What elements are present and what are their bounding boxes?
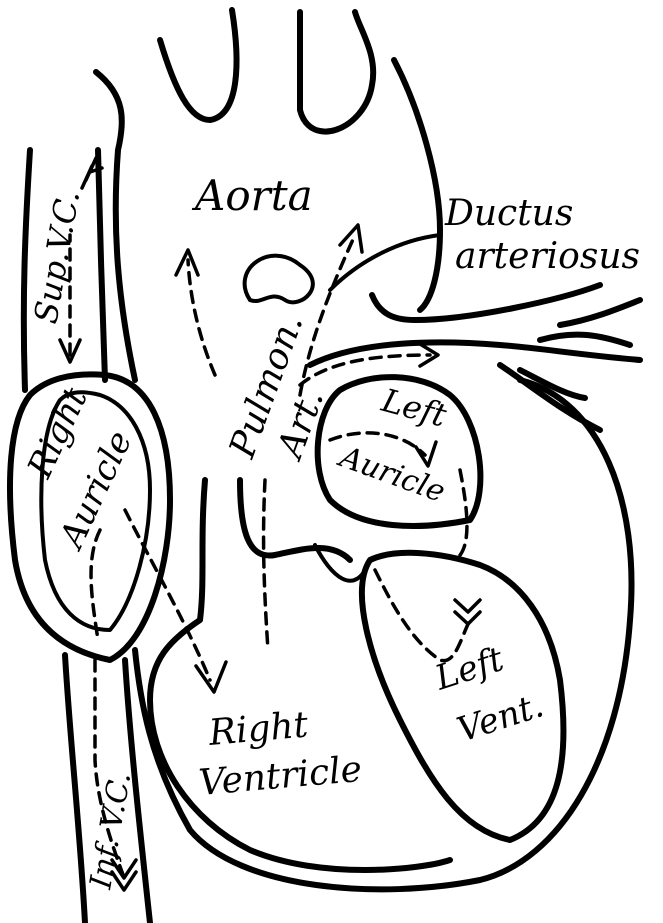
label-left-vent-2: Vent. bbox=[452, 685, 548, 750]
label-ductus-2: arteriosus bbox=[455, 236, 640, 277]
arrowhead-right-ventricle bbox=[196, 662, 226, 692]
flow-to-aorta bbox=[188, 260, 215, 375]
label-aorta: Aorta bbox=[191, 171, 313, 220]
flow-left-auricle-down bbox=[455, 470, 467, 560]
label-right-ventricle-2: Ventricle bbox=[197, 749, 363, 804]
ductus-pointer bbox=[330, 235, 440, 290]
flow-up-pulmonary bbox=[300, 235, 355, 395]
pulmonary-artery bbox=[310, 300, 640, 430]
flow-left-ventricle bbox=[375, 570, 470, 661]
flow-right-auricle-left bbox=[91, 530, 100, 640]
label-ductus-1: Ductus bbox=[444, 193, 573, 234]
arrowhead-left-vent-2 bbox=[455, 612, 480, 624]
label-right-ventricle-1: Right bbox=[206, 704, 310, 754]
labels: Aorta Ductus arteriosus Sup.V.C. Pulmon.… bbox=[19, 171, 640, 892]
label-inf-vc: Inf. V.C. bbox=[83, 769, 138, 892]
label-left-vent-1: Left bbox=[429, 639, 508, 699]
label-sup-vc: Sup.V.C. bbox=[26, 187, 87, 326]
arrowhead-left-vent-1 bbox=[455, 600, 480, 612]
flow-right-ventricle-up bbox=[264, 480, 268, 650]
